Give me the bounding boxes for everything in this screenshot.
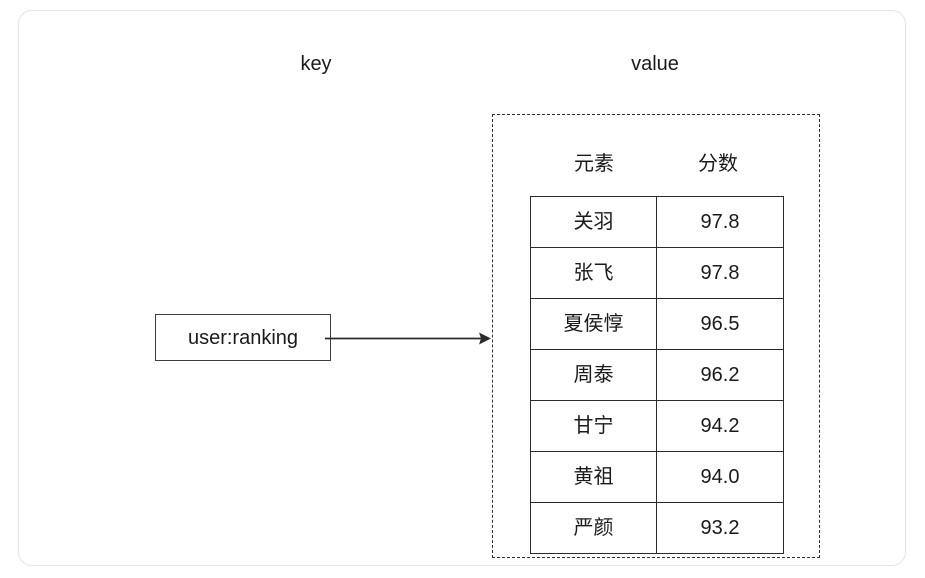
cell-score: 96.2: [656, 349, 784, 401]
cell-score: 94.0: [656, 451, 784, 503]
cell-score: 93.2: [656, 502, 784, 554]
cell-element: 严颜: [530, 502, 657, 554]
cell-score: 97.8: [656, 247, 784, 299]
cell-element: 张飞: [530, 247, 657, 299]
cell-element: 周泰: [530, 349, 657, 401]
cell-element: 关羽: [530, 196, 657, 248]
arrow-right-icon: [325, 332, 491, 345]
value-column-caption: value: [631, 53, 679, 75]
column-header-score: 分数: [698, 153, 738, 175]
cell-element: 夏侯惇: [530, 298, 657, 350]
key-box-label: user:ranking: [187, 326, 299, 349]
key-box[interactable]: user:ranking: [155, 314, 331, 361]
key-column-caption: key: [300, 53, 332, 75]
cell-element: 黄祖: [530, 451, 657, 503]
value-dashed-container: [492, 114, 820, 558]
cell-score: 94.2: [656, 400, 784, 452]
cell-score: 97.8: [656, 196, 784, 248]
column-header-element: 元素: [574, 153, 614, 175]
cell-element: 甘宁: [530, 400, 657, 452]
cell-score: 96.5: [656, 298, 784, 350]
